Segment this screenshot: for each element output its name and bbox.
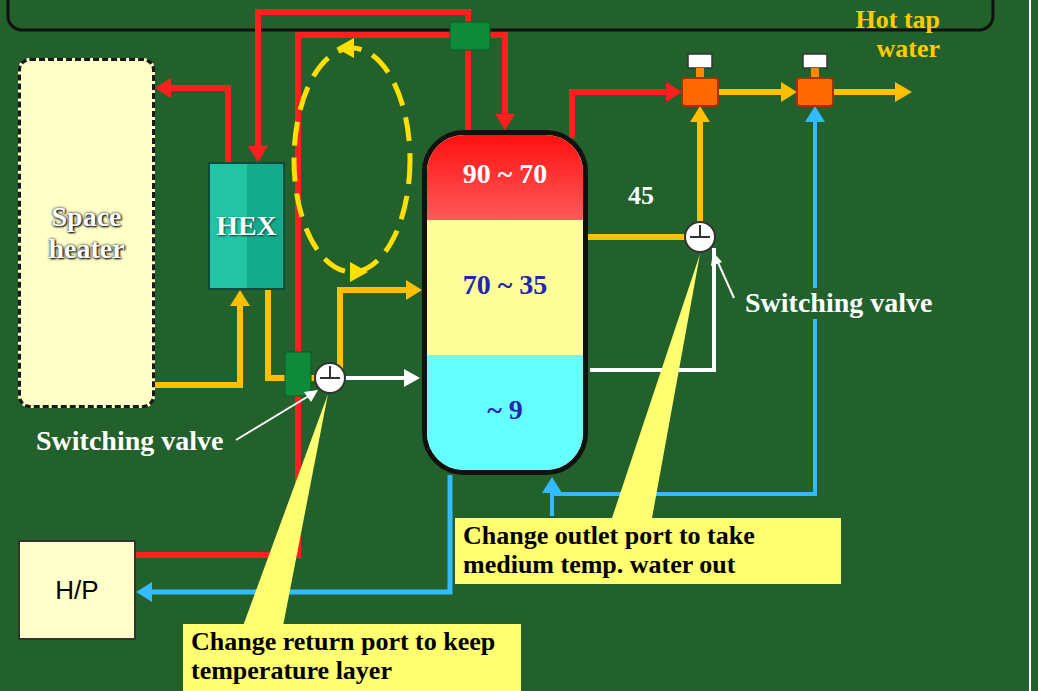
arrow-head [136, 582, 152, 602]
arrow-head [495, 114, 515, 130]
switching-valve-symbol [685, 222, 715, 252]
mixing-valve-symbol [803, 54, 827, 68]
callout-box: Change outlet port to take medium temp. … [455, 518, 841, 584]
mixing-valve-symbol [797, 78, 833, 106]
arrow-head [895, 82, 912, 102]
arrow-head [690, 106, 710, 122]
circulation-loop [294, 48, 410, 272]
return-pipe [155, 304, 240, 385]
callout-pointer [243, 394, 328, 626]
arrow-head [406, 280, 422, 300]
arrow-head [304, 390, 318, 402]
storage-tank: 90 ~ 70 70 ~ 35 ~ 9 [422, 130, 588, 475]
leader-line [236, 394, 312, 440]
valve-label: Switching valve [742, 288, 935, 319]
hot-pipe [155, 78, 228, 162]
mixed-pipe [833, 89, 895, 95]
mixing-valve-symbol [682, 78, 718, 106]
temperature-label: ~ 9 [427, 393, 583, 427]
hot-pipe [169, 88, 228, 162]
heat-pump-box: H/P [18, 540, 136, 640]
pump-block [285, 352, 311, 396]
switching-valve-symbol [690, 225, 710, 237]
temperature-value: 45 [628, 182, 654, 211]
arrow-head [336, 38, 354, 58]
temperature-label: 70 ~ 35 [427, 268, 583, 302]
temperature-label: 90 ~ 70 [427, 157, 583, 191]
pump-block [450, 22, 490, 50]
arrow-head [542, 477, 562, 493]
callout-text: Change outlet port to take medium temp. … [463, 522, 833, 579]
medium-pipe [588, 234, 686, 240]
hex-label: HEX [216, 210, 277, 242]
arrow-head [230, 290, 250, 306]
return-pipe [155, 290, 250, 385]
medium-pipe [697, 122, 703, 222]
arrow-head [404, 369, 420, 387]
leader-line [716, 258, 734, 298]
space-heater-box: Space heater [18, 58, 155, 408]
title-frame [8, 0, 993, 30]
arrow-head [805, 106, 825, 122]
mixed-pipe [718, 89, 781, 95]
heater-label: Space heater [29, 201, 144, 265]
switching-valve-symbol [315, 363, 345, 393]
arrow-head [155, 78, 171, 98]
hot-pipe [572, 92, 666, 138]
callout-box: Change return port to keep temperature l… [183, 624, 521, 691]
heat-pump-label: H/P [55, 575, 98, 606]
valve-outlet-pipe [345, 376, 404, 380]
cold-return-pipe [590, 248, 714, 370]
arrow-head [666, 82, 682, 102]
switching-valve-symbol [320, 366, 340, 378]
arrow-head [781, 82, 797, 102]
callout-pointer [612, 254, 700, 518]
mixing-valve-symbol [696, 68, 704, 78]
mixing-valve-symbol [688, 54, 712, 68]
valve-label: Switching valve [33, 426, 226, 457]
outlet-label: Hot tap water [826, 6, 940, 63]
frame-line [1029, 0, 1031, 691]
arrow-head [350, 262, 368, 282]
callout-text: Change return port to keep temperature l… [191, 628, 513, 685]
heat-exchanger-box: HEX [208, 162, 285, 290]
arrow-head [711, 252, 722, 266]
arrow-head [248, 146, 268, 162]
mixing-valve-symbol [811, 68, 819, 78]
